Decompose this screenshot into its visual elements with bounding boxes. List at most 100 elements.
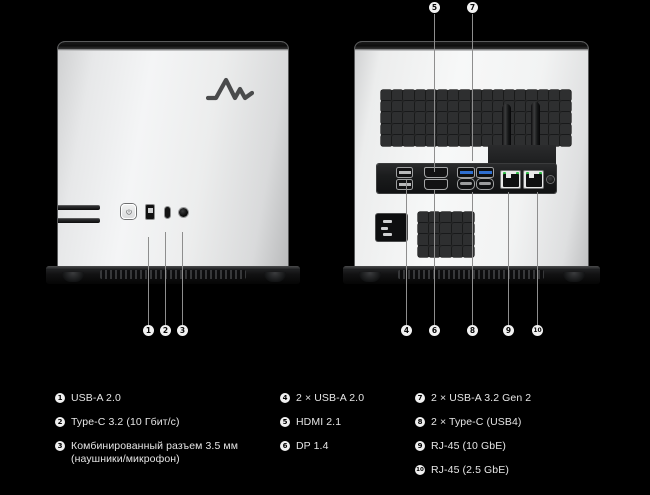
legend-text-1: USB-A 2.0 [71,392,121,404]
front-top-cap [58,42,288,51]
legend-number-4: 4 [280,393,290,403]
ac-power-inlet[interactable] [376,214,407,241]
callout-9-bubble: 9 [503,325,514,336]
legend-text-3: Комбинированный разъем 3.5 мм (наушники/… [71,440,239,465]
rear-io-panel [377,164,556,193]
rear-top-vent-grid [381,90,572,146]
legend-text-2: Type-C 3.2 (10 Гбит/с) [71,416,180,428]
legend-number-8: 8 [415,417,425,427]
legend-item-6: 6 DP 1.4 [280,440,410,453]
front-audio-jack[interactable] [179,208,188,217]
legend-number-2: 2 [55,417,65,427]
callout-4-stem [406,180,407,325]
legend-text-6: DP 1.4 [296,440,329,452]
legend-text-7: 2 × USB-A 3.2 Gen 2 [431,392,532,404]
legend-item-2: 2 Type-C 3.2 (10 Гбит/с) [55,416,270,429]
power-button[interactable] [121,204,136,219]
callout-6-stem [434,190,435,325]
rear-usb-a-3.2-gen2-left[interactable] [458,168,474,177]
front-foot-right [264,272,286,282]
legend-number-3: 3 [55,441,65,451]
legend-text-9: RJ-45 (10 GbE) [431,440,506,452]
legend-column-3: 7 2 × USB-A 3.2 Gen 2 8 2 × Type-C (USB4… [415,392,615,488]
front-vent-bar-2 [58,218,100,223]
rj45-led-left [525,172,529,175]
rj45-cavity [502,174,519,187]
rear-dp-1.4-port[interactable] [425,168,447,177]
rear-usb-a-3.2-gen2-right[interactable] [477,168,493,177]
front-foot-left [62,272,84,282]
legend-item-9: 9 RJ-45 (10 GbE) [415,440,615,453]
callout-10-stem [537,192,538,325]
legend-column-1: 1 USB-A 2.0 2 Type-C 3.2 (10 Гбит/с) 3 К… [55,392,270,477]
wave-logo [205,74,255,109]
front-stand-top [46,266,300,270]
legend-text-8: 2 × Type-C (USB4) [431,416,522,428]
ac-pin-bottom [383,233,392,236]
rear-usb-a-2.0-lower[interactable] [397,180,412,189]
rear-foot-left [359,272,381,282]
callout-2-bubble: 2 [160,325,171,336]
rear-foot-right [563,272,585,282]
legend-item-1: 1 USB-A 2.0 [55,392,270,405]
callout-9-stem [508,192,509,325]
ac-pin-mid [381,227,388,230]
callout-3-bubble: 3 [177,325,188,336]
rear-clear-cmos-hole[interactable] [547,176,554,183]
callout-2-stem [165,232,166,325]
legend-item-7: 7 2 × USB-A 3.2 Gen 2 [415,392,615,405]
callout-6-bubble: 6 [429,325,440,336]
ac-pin-top [383,220,392,223]
rear-type-c-usb4-right[interactable] [477,179,493,189]
legend-number-7: 7 [415,393,425,403]
callout-3-stem [182,232,183,325]
rear-usb-a-2.0-upper[interactable] [397,168,412,177]
callout-5-bubble: 5 [429,2,440,13]
legend-item-3: 3 Комбинированный разъем 3.5 мм (наушник… [55,440,270,466]
rear-stand-top [343,266,600,270]
callout-1-bubble: 1 [143,325,154,336]
legend-number-9: 9 [415,441,425,451]
legend-number-6: 6 [280,441,290,451]
legend-column-2: 4 2 × USB-A 2.0 5 HDMI 2.1 6 DP 1.4 [280,392,410,464]
legend-text-10: RJ-45 (2.5 GbE) [431,464,509,476]
front-stand-fins [100,270,246,279]
legend-number-5: 5 [280,417,290,427]
rear-top-cap [355,42,588,51]
rj45-led-right [538,172,542,175]
callout-7-bubble: 7 [467,2,478,13]
legend-item-10: 10 RJ-45 (2.5 GbE) [415,464,615,477]
rj45-cavity [525,174,542,187]
rear-rj45-10gbe-port[interactable] [501,171,520,188]
callout-10-bubble: 10 [532,325,543,336]
callout-7-stem [472,14,473,161]
legend-number-10: 10 [415,465,425,475]
legend-item-4: 4 2 × USB-A 2.0 [280,392,410,405]
rear-hdmi-2.1-port[interactable] [425,180,447,189]
io-panel-riser [488,145,556,167]
front-type-c-port[interactable] [165,207,170,218]
device-rear-view [355,42,588,272]
legend-item-5: 5 HDMI 2.1 [280,416,410,429]
rear-rj45-2.5gbe-port[interactable] [524,171,543,188]
callout-8-stem [472,192,473,325]
legend-item-8: 8 2 × Type-C (USB4) [415,416,615,429]
legend-number-1: 1 [55,393,65,403]
rear-stand-fins [398,270,544,279]
device-front-view [58,42,288,272]
power-icon [125,208,132,215]
callout-5-stem [434,14,435,172]
legend-text-4: 2 × USB-A 2.0 [296,392,365,404]
rear-type-c-usb4-left[interactable] [458,179,474,189]
front-vent-bar-1 [58,205,100,210]
front-usb-a-port[interactable] [146,205,154,219]
callout-1-stem [148,237,149,325]
legend-text-5: HDMI 2.1 [296,416,342,428]
callout-4-bubble: 4 [401,325,412,336]
rj45-led-left [502,172,506,175]
rear-chassis [355,42,588,272]
rj45-led-right [515,172,519,175]
front-chassis [58,42,288,272]
callout-8-bubble: 8 [467,325,478,336]
